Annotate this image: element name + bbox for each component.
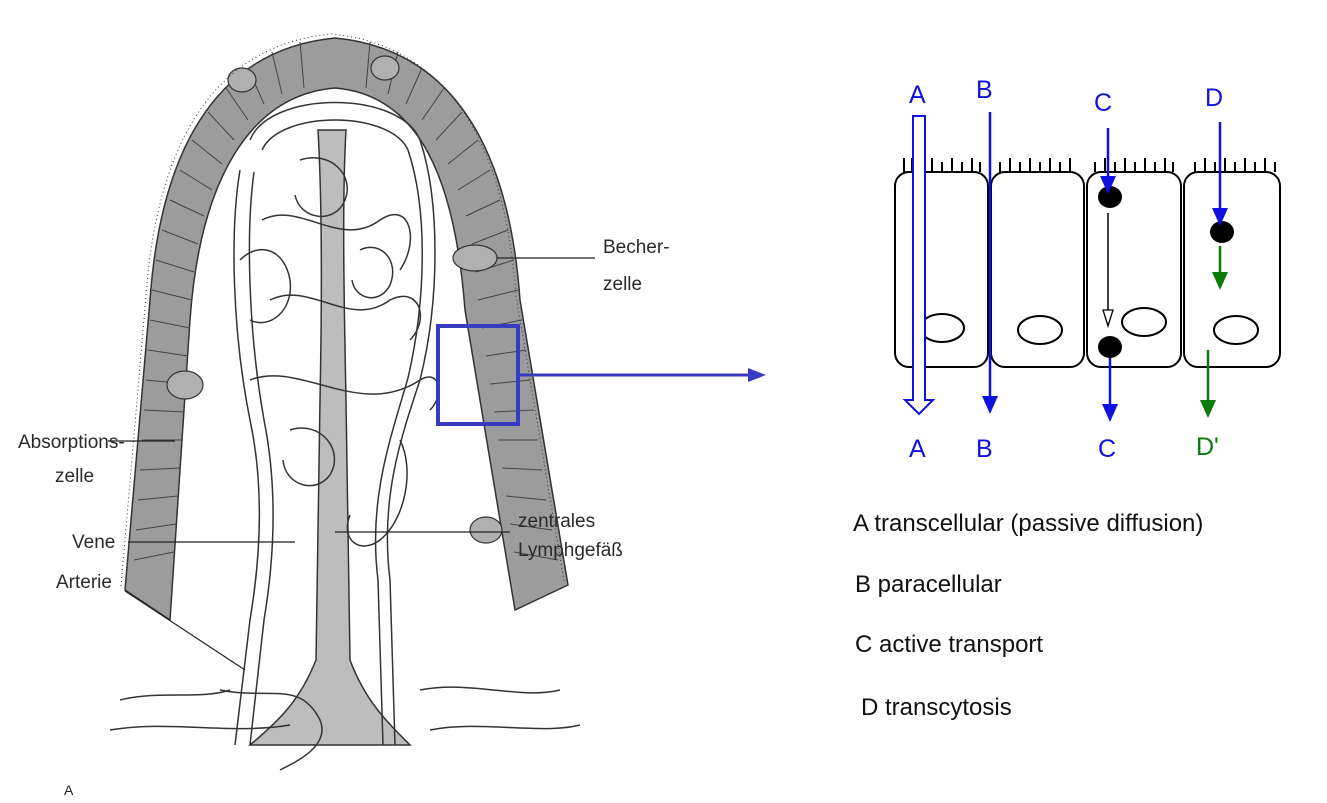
label-top-c: C	[1094, 89, 1112, 117]
legend-b: B paracellular	[855, 571, 1002, 598]
transporter-dot	[1098, 336, 1122, 358]
arrow-c-bottom-head	[1102, 404, 1118, 422]
villus-illustration: Becher- zelle Absorptions- zelle Vene Ar…	[18, 34, 766, 798]
label-top-a: A	[909, 81, 926, 109]
nucleus	[1018, 316, 1062, 344]
label-lymph-line2: Lymphgefäß	[518, 540, 623, 561]
goblet-cell	[228, 68, 256, 92]
label-bottom-b: B	[976, 435, 993, 463]
label-bottom-c: C	[1098, 435, 1116, 463]
label-artery: Arterie	[56, 572, 112, 593]
label-vein: Vene	[72, 532, 115, 553]
label-goblet-line1: Becher-	[603, 237, 670, 258]
arrow-b-head	[982, 396, 998, 414]
goblet-cell	[167, 371, 203, 399]
goblet-cell	[470, 517, 502, 543]
label-lymph-line1: zentrales	[518, 511, 595, 532]
nucleus	[920, 314, 964, 342]
label-absorption-line1: Absorptions-	[18, 432, 125, 453]
legend-a: A transcellular (passive diffusion)	[853, 510, 1203, 537]
central-lymph-vessel	[250, 130, 410, 745]
label-goblet-line2: zelle	[603, 274, 642, 295]
label-top-d: D	[1205, 84, 1223, 112]
nucleus	[1214, 316, 1258, 344]
goblet-cell	[453, 245, 497, 271]
legend-d: D transcytosis	[861, 694, 1012, 721]
zoom-arrowhead	[748, 368, 766, 382]
nucleus	[1122, 308, 1166, 336]
label-bottom-d-prime: D'	[1196, 433, 1219, 461]
arrow-d-bottom-head	[1200, 400, 1216, 418]
label-bottom-a: A	[909, 435, 926, 463]
label-top-b: B	[976, 76, 993, 104]
figure-letter: A	[64, 782, 74, 798]
label-absorption-line2: zelle	[55, 466, 94, 487]
goblet-cell	[371, 56, 399, 80]
legend-c: C active transport	[855, 631, 1043, 658]
legend: A transcellular (passive diffusion) B pa…	[853, 510, 1203, 721]
transport-diagram: A B C D A B C D'	[895, 76, 1280, 463]
vesicle-dot	[1210, 221, 1234, 243]
